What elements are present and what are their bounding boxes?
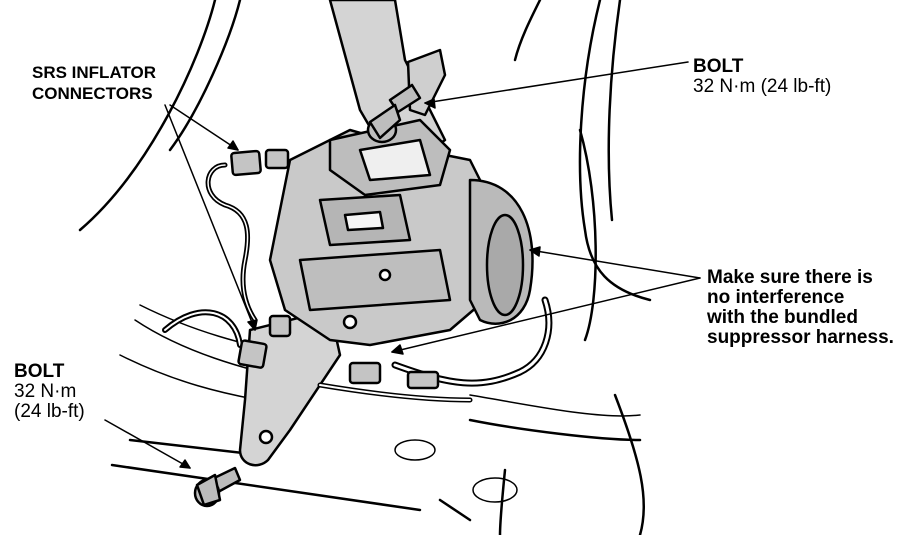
- retractor-spool: [468, 178, 534, 325]
- harness-note-label: Make sure there is no interference with …: [707, 268, 894, 348]
- lower-bolt-label: BOLT 32 N·m (24 lb-ft): [14, 362, 85, 422]
- lower-bolt: [193, 429, 274, 508]
- lower-bolt-torque-lbft: (24 lb-ft): [14, 401, 85, 422]
- harness-note-line-1: Make sure there is: [707, 267, 873, 288]
- srs-label-line-1: SRS INFLATOR: [32, 63, 157, 82]
- lower-bolt-title: BOLT: [14, 361, 65, 382]
- harness-note-line-4: suppressor harness.: [707, 327, 894, 348]
- leader-lines: [104, 61, 701, 469]
- upper-bolt: [366, 83, 422, 144]
- upper-bolt-label: BOLT 32 N·m (24 lb-ft): [693, 57, 831, 97]
- upper-bolt-torque: 32 N·m (24 lb-ft): [693, 76, 832, 97]
- retractor-housing: [268, 118, 492, 347]
- upper-bracket: [406, 48, 447, 117]
- body-panel-lines: [78, 0, 652, 535]
- upper-bolt-title: BOLT: [693, 56, 744, 77]
- srs-inflator-connectors-label: SRS INFLATOR CONNECTORS: [32, 62, 156, 104]
- srs-connectors: [230, 148, 440, 390]
- lower-bolt-torque-nm: 32 N·m: [14, 381, 77, 402]
- harness-note-line-3: with the bundled: [707, 307, 858, 328]
- harness-note-line-2: no interference: [707, 287, 845, 308]
- srs-label-line-2: CONNECTORS: [32, 84, 153, 103]
